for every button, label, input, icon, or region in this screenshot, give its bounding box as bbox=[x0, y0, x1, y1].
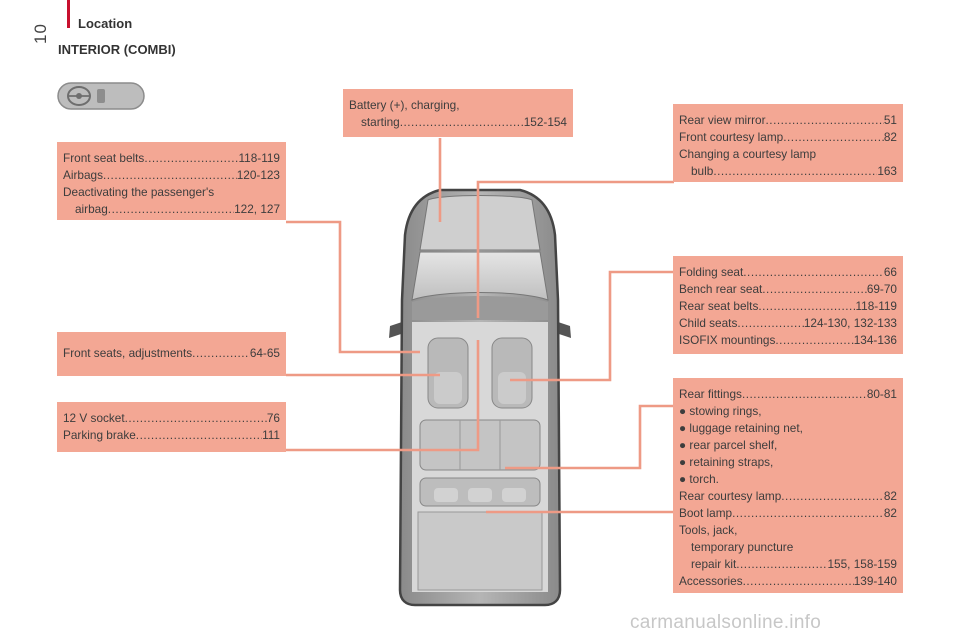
entry-label: Folding seat bbox=[679, 265, 744, 279]
entry-label: Front seats, adjustments bbox=[63, 346, 193, 360]
entry-label: Rear seat belts bbox=[679, 299, 759, 313]
entry-label: Bench rear seat bbox=[679, 282, 763, 296]
entry-label: Boot lamp bbox=[679, 506, 733, 520]
box-line: 12 V socket 76 bbox=[63, 410, 280, 427]
box-line: Child seats 124-130, 132-133 bbox=[679, 315, 897, 332]
box-line: Deactivating the passenger's bbox=[63, 185, 215, 199]
entry-label: Parking brake bbox=[63, 428, 136, 442]
entry-page: 82 bbox=[883, 130, 897, 144]
box-line: bulb 163 bbox=[679, 163, 897, 180]
entry-page: 139-140 bbox=[853, 574, 897, 588]
entry-page: 80-81 bbox=[866, 387, 897, 401]
box-line: starting 152-154 bbox=[349, 114, 567, 131]
box-line: Front courtesy lamp 82 bbox=[679, 129, 897, 146]
entry-label: Accessories bbox=[679, 574, 743, 588]
box-line: Rear courtesy lamp 82 bbox=[679, 488, 897, 505]
box-line: Folding seat 66 bbox=[679, 264, 897, 281]
entry-page: 76 bbox=[266, 411, 280, 425]
entry-page: 66 bbox=[883, 265, 897, 279]
steering-wheel-icon bbox=[55, 80, 147, 112]
folding-seat-box: Folding seat 66 Bench rear seat 69-70 Re… bbox=[673, 256, 903, 354]
box-line: Rear seat belts 118-119 bbox=[679, 298, 897, 315]
box-line: ISOFIX mountings 134-136 bbox=[679, 332, 897, 349]
box-line: temporary puncture bbox=[691, 540, 794, 554]
rear-view-mirror-box: Rear view mirror 51 Front courtesy lamp … bbox=[673, 104, 903, 182]
entry-page: 120-123 bbox=[236, 168, 280, 182]
entry-label: Rear fittings bbox=[679, 387, 742, 401]
box-line: Front seat belts 118-119 bbox=[63, 150, 280, 167]
entry-page: 111 bbox=[262, 428, 280, 442]
entry-page: 152-154 bbox=[523, 115, 567, 129]
page-title: INTERIOR (COMBI) bbox=[58, 42, 176, 57]
box-line: Accessories 139-140 bbox=[679, 573, 897, 590]
box-line: ● retaining straps, bbox=[679, 455, 774, 469]
box-line: airbag 122, 127 bbox=[63, 201, 280, 218]
box-line: Battery (+), charging, bbox=[349, 98, 460, 112]
box-line: Rear fittings 80-81 bbox=[679, 386, 897, 403]
section-accent-bar bbox=[67, 0, 70, 28]
socket-brake-box: 12 V socket 76 Parking brake 111 bbox=[57, 402, 286, 452]
entry-label: airbag bbox=[75, 202, 108, 216]
entry-page: 64-65 bbox=[249, 346, 280, 360]
entry-page: 69-70 bbox=[866, 282, 897, 296]
page-number: 10 bbox=[31, 23, 50, 44]
entry-label: bulb bbox=[691, 164, 714, 178]
entry-label: Front courtesy lamp bbox=[679, 130, 784, 144]
box-line: ● torch. bbox=[679, 472, 719, 486]
entry-label: repair kit bbox=[691, 557, 737, 571]
box-line: Rear view mirror 51 bbox=[679, 112, 897, 129]
entry-page: 118-119 bbox=[238, 151, 280, 165]
box-line: Boot lamp 82 bbox=[679, 505, 897, 522]
entry-label: Rear view mirror bbox=[679, 113, 766, 127]
box-line: Parking brake 111 bbox=[63, 427, 280, 444]
entry-label: starting bbox=[361, 115, 400, 129]
entry-label: Front seat belts bbox=[63, 151, 145, 165]
entry-page: 155, 158-159 bbox=[827, 557, 897, 571]
box-line: Changing a courtesy lamp bbox=[679, 147, 817, 161]
entry-page: 124-130, 132-133 bbox=[803, 316, 897, 330]
entry-label: Child seats bbox=[679, 316, 738, 330]
entry-page: 134-136 bbox=[853, 333, 897, 347]
entry-label: Rear courtesy lamp bbox=[679, 489, 782, 503]
box-line: Tools, jack, bbox=[679, 523, 738, 537]
box-line: ● luggage retaining net, bbox=[679, 421, 803, 435]
front-seat-belts-box: Front seat belts 118-119 Airbags 120-123… bbox=[57, 142, 286, 220]
entry-label: ISOFIX mountings bbox=[679, 333, 776, 347]
box-line: Bench rear seat 69-70 bbox=[679, 281, 897, 298]
box-line: Airbags 120-123 bbox=[63, 167, 280, 184]
rear-fittings-box: Rear fittings 80-81 ● stowing rings, ● l… bbox=[673, 378, 903, 593]
entry-page: 122, 127 bbox=[234, 202, 280, 216]
battery-box: Battery (+), charging, starting 152-154 bbox=[343, 89, 573, 137]
box-line: repair kit 155, 158-159 bbox=[679, 556, 897, 573]
box-line: ● rear parcel shelf, bbox=[679, 438, 778, 452]
entry-label: 12 V socket bbox=[63, 411, 125, 425]
entry-page: 51 bbox=[883, 113, 897, 127]
watermark: carmanualsonline.info bbox=[630, 612, 822, 633]
entry-page: 82 bbox=[883, 506, 897, 520]
front-seats-box: Front seats, adjustments 64-65 bbox=[57, 332, 286, 376]
entry-page: 163 bbox=[877, 164, 897, 178]
entry-label: Airbags bbox=[63, 168, 103, 182]
box-line: Front seats, adjustments 64-65 bbox=[63, 345, 280, 362]
entry-page: 82 bbox=[883, 489, 897, 503]
section-label: Location bbox=[78, 16, 133, 31]
box-line: ● stowing rings, bbox=[679, 404, 762, 418]
entry-page: 118-119 bbox=[855, 299, 897, 313]
